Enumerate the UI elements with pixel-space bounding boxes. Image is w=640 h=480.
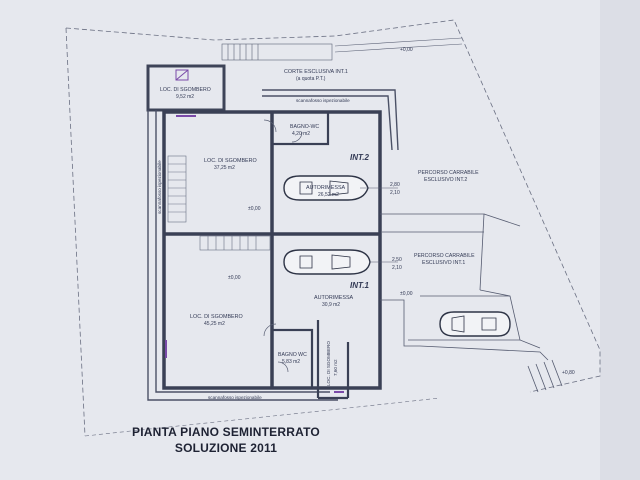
bottom-ramp xyxy=(527,359,563,393)
drawing-title: PIANTA PIANO SEMINTERRATO SOLUZIONE 2011 xyxy=(130,424,322,464)
window-marks xyxy=(165,115,344,393)
autorimessa-upper-area: 26,52 m2 xyxy=(318,192,339,198)
loc-upper-name: LOC. DI SGOMBERO xyxy=(204,158,257,164)
interior-stairs-lower xyxy=(199,235,271,251)
bagno-bottom-name: BAGNO WC xyxy=(278,352,307,358)
small-storage-room xyxy=(146,64,226,112)
level-upper: ±0,00 xyxy=(248,206,261,212)
loc-lower-area: 45,25 m2 xyxy=(204,321,225,327)
driveway xyxy=(380,213,549,361)
bagno-bottom-area: 5,83 m2 xyxy=(282,359,300,365)
lot-boundary-bottom xyxy=(84,397,441,437)
corte-sub: (a quota P.T.) xyxy=(296,76,326,82)
scannafosso xyxy=(147,89,399,401)
loc-vertical-name: LOC. DI SGOMBERO xyxy=(326,341,331,386)
percorso-upper-2: ESCLUSIVO INT.2 xyxy=(424,177,467,183)
autorimessa-lower-name: AUTORIMESSA xyxy=(314,295,354,301)
level-right: ±0,00 xyxy=(400,291,413,297)
dim-lower-1: 2,50 xyxy=(392,257,402,263)
scannafosso-left: scannafosso ispezionabile xyxy=(157,160,162,214)
percorso-upper-1: PERCORSO CARRABILE xyxy=(418,170,479,176)
corte-esclusiva: CORTE ESCLUSIVA INT.1 xyxy=(284,69,348,75)
partition-walls xyxy=(270,110,350,400)
bagno-top-area: 4,20 m2 xyxy=(292,131,310,137)
loc-lower-name: LOC. DI SGOMBERO xyxy=(190,314,243,320)
door-swings xyxy=(263,119,303,373)
dim-upper-1: 2,80 xyxy=(390,182,400,188)
dim-upper-2: 2,10 xyxy=(390,190,400,196)
loc-upper-area: 37,25 m2 xyxy=(214,165,235,171)
drawing-title-line1: PIANTA PIANO SEMINTERRATO xyxy=(132,425,320,439)
corte-level: +0,00 xyxy=(400,47,413,53)
percorso-lower-1: PERCORSO CARRABILE xyxy=(414,253,475,259)
car-outside xyxy=(439,311,511,337)
autorimessa-upper-name: AUTORIMESSA xyxy=(306,185,346,191)
scannafosso-top: scannafosso ispezionabile xyxy=(296,98,350,103)
bagno-top-name: BAGNO-WC xyxy=(290,124,319,130)
drawing-title-line2: SOLUZIONE 2011 xyxy=(174,441,278,455)
dimension-lines xyxy=(360,187,398,263)
loc-vertical-area: 7,60 m2 xyxy=(333,359,338,376)
int1-label: INT.1 xyxy=(350,281,370,290)
plan-labels: +0,00 CORTE ESCLUSIVA INT.1 (a quota P.T… xyxy=(157,47,575,400)
autorimessa-lower-area: 30,9 m2 xyxy=(322,302,340,308)
lot-boundary-left xyxy=(65,27,86,437)
loc-small-name: LOC. DI SGOMBERO xyxy=(160,87,211,93)
level-bottom-right: +0,80 xyxy=(562,370,575,376)
int2-label: INT.2 xyxy=(350,153,370,162)
level-mid: ±0,00 xyxy=(228,275,241,281)
car-lower xyxy=(283,249,371,275)
paper-shadow xyxy=(600,0,640,480)
lot-boundary xyxy=(65,19,601,393)
loc-small-area: 9,52 m2 xyxy=(176,94,194,100)
top-stair xyxy=(221,37,463,61)
dim-lower-2: 2,10 xyxy=(392,265,402,271)
scannafosso-bottom: scannafosso ispezionabile xyxy=(208,395,262,400)
interior-stairs-upper xyxy=(167,155,187,223)
percorso-lower-2: ESCLUSIVO INT.1 xyxy=(422,260,465,266)
